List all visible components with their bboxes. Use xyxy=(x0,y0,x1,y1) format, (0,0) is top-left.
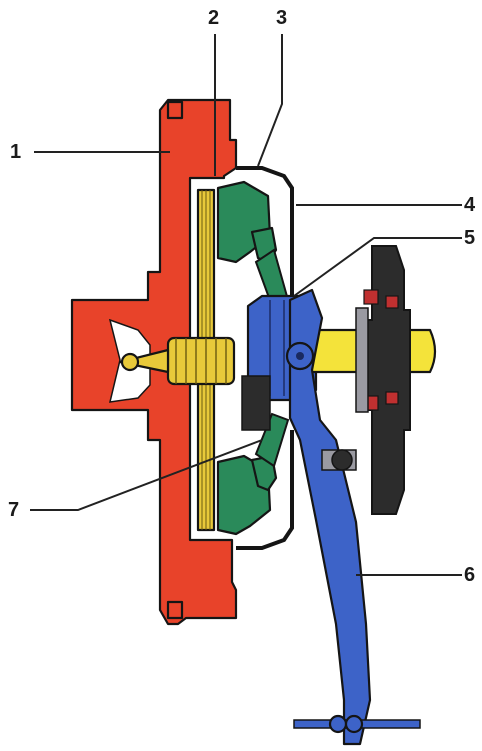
callout-5: 5 xyxy=(464,227,476,249)
callout-2: 2 xyxy=(208,7,220,29)
leader-3 xyxy=(257,34,283,167)
callout-7: 7 xyxy=(8,499,20,521)
leader-lines xyxy=(30,34,462,576)
clutch-cover xyxy=(236,166,294,550)
bell-housing xyxy=(355,245,411,515)
leader-5 xyxy=(293,237,462,297)
callout-3: 3 xyxy=(276,7,288,29)
callout-4: 4 xyxy=(464,194,476,216)
clutch-disc xyxy=(118,188,236,532)
leader-7 xyxy=(30,439,263,511)
release-fork xyxy=(285,288,421,746)
callout-1: 1 xyxy=(10,141,22,163)
callout-6: 6 xyxy=(464,564,476,586)
